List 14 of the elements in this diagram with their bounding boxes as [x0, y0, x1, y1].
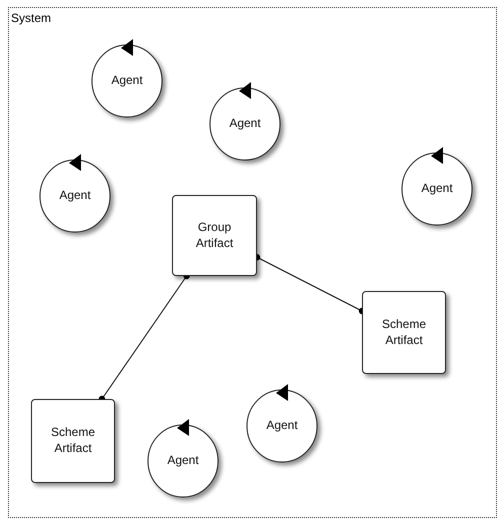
artifact-box — [172, 195, 257, 276]
node-label: Agent — [229, 116, 261, 132]
frame-title: System — [11, 11, 52, 25]
node-label: Agent — [111, 73, 143, 89]
node-label: Group Artifact — [194, 220, 234, 252]
node-label: Agent — [266, 418, 298, 434]
artifact-box — [31, 399, 115, 483]
node-label: Agent — [59, 188, 91, 204]
node-label: Scheme Artifact — [50, 425, 96, 457]
system-frame — [8, 7, 497, 518]
node-label: Agent — [421, 181, 453, 197]
node-label: Agent — [167, 453, 199, 469]
artifact-box — [362, 291, 446, 374]
node-label: Scheme Artifact — [380, 316, 428, 348]
